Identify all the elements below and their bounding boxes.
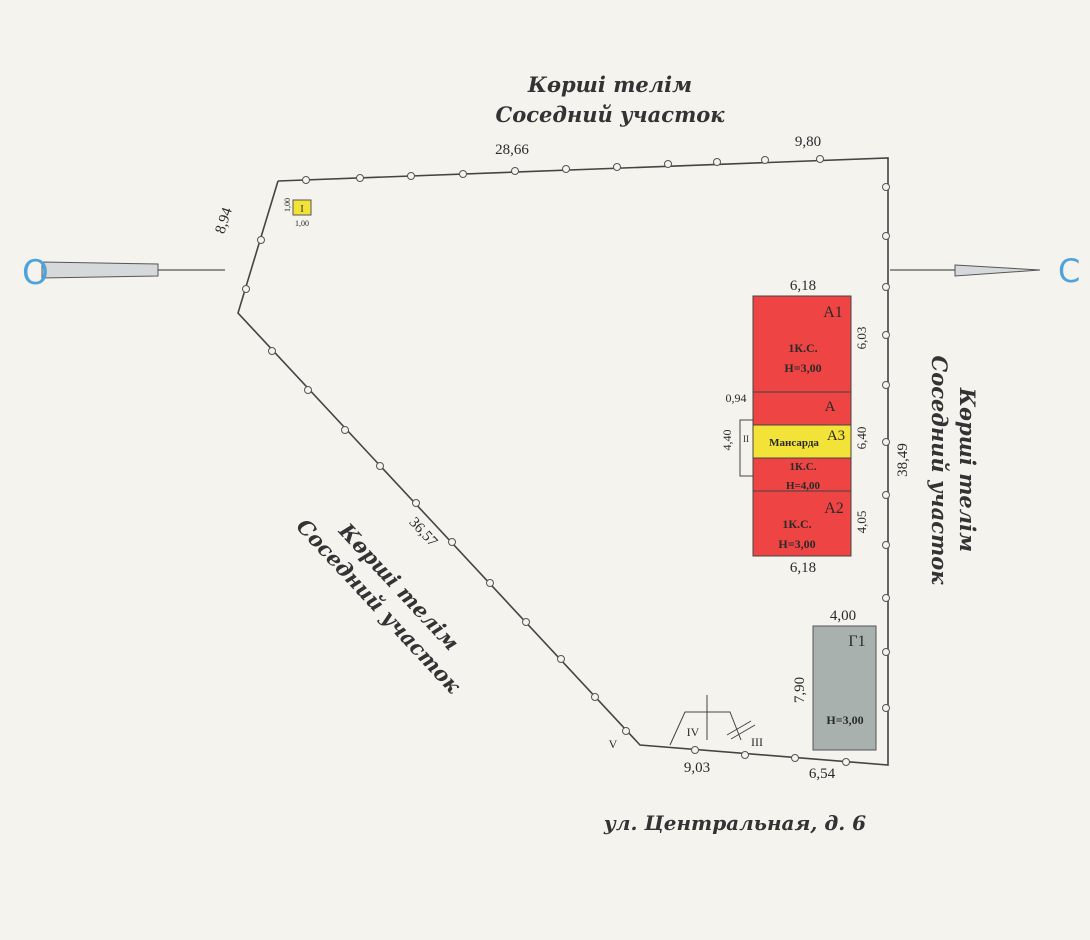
a1-side: 6,03 bbox=[854, 327, 869, 350]
dim-north-long: 28,66 bbox=[495, 142, 529, 158]
west-arrow-icon bbox=[41, 261, 159, 279]
house-a2 bbox=[752, 490, 852, 557]
a3-floors: 1К.С. bbox=[790, 461, 817, 473]
small-building-dim-h: 1,00 bbox=[283, 198, 292, 212]
dim-south-right: 6,54 bbox=[809, 766, 836, 782]
dim-west: 8,94 bbox=[213, 205, 236, 235]
boundary-markers bbox=[242, 155, 890, 766]
marker-iv: IV bbox=[687, 725, 700, 739]
garage-width: 4,00 bbox=[830, 608, 856, 624]
garage-length: 7,90 bbox=[792, 677, 808, 703]
dim-east: 38,49 bbox=[895, 443, 911, 477]
small-building-label: I bbox=[300, 204, 303, 215]
small-building-dim-w: 1,00 bbox=[295, 219, 309, 228]
gate-area bbox=[669, 695, 756, 746]
house-top-width: 6,18 bbox=[790, 278, 816, 294]
dim-south-left: 9,03 bbox=[684, 760, 710, 776]
a-name: А bbox=[825, 399, 836, 415]
neighbor-southwest-ru: Соседний участок bbox=[292, 514, 467, 699]
porch-label: II bbox=[743, 434, 749, 444]
gate-hatch-2 bbox=[730, 724, 756, 740]
house-a1 bbox=[752, 295, 852, 393]
dim-southwest: 36,57 bbox=[406, 514, 441, 550]
neighbor-southwest: Көрші телім Соседний участок bbox=[292, 514, 467, 699]
small-building-i: I 1,00 1,00 bbox=[283, 198, 312, 228]
a3-name: А3 bbox=[827, 428, 845, 444]
a2-floors: 1К.С. bbox=[782, 517, 811, 531]
a3-side: 6,40 bbox=[854, 427, 869, 450]
garage-g1: 4,00 Г1 Н=3,00 7,90 bbox=[792, 608, 877, 751]
porch-dim: 4,40 bbox=[720, 430, 734, 451]
a3-height: Н=4,00 bbox=[786, 480, 821, 492]
dim-north-short: 9,80 bbox=[795, 134, 821, 150]
neighbor-east: Көрші телім Соседний участок bbox=[927, 355, 980, 585]
a1-name: А1 bbox=[823, 304, 843, 321]
house-bottom-width: 6,18 bbox=[790, 560, 816, 576]
neighbor-east-ru: Соседний участок bbox=[927, 355, 952, 585]
marker-iii: III bbox=[751, 735, 763, 749]
east-compass-label: С bbox=[1058, 252, 1080, 290]
a3-mansard: Мансарда bbox=[769, 437, 819, 449]
west-compass-label: О bbox=[22, 253, 49, 293]
garage-rect bbox=[812, 625, 877, 751]
porch-ii bbox=[739, 419, 754, 477]
neighbor-east-kz: Көрші телім bbox=[955, 387, 980, 552]
east-arrow-icon bbox=[954, 264, 1041, 277]
compass-west: О bbox=[22, 253, 225, 293]
house: 6,18 А1 1К.С. Н=3,00 6,03 А 0,94 Мансард… bbox=[720, 278, 869, 576]
a1-height: Н=3,00 bbox=[784, 361, 821, 375]
compass-east: С bbox=[890, 252, 1080, 290]
garage-height: Н=3,00 bbox=[826, 713, 863, 727]
neighbor-north: Көрші телім Соседний участок bbox=[495, 72, 725, 127]
house-a bbox=[752, 391, 852, 426]
a2-name: А2 bbox=[824, 500, 844, 517]
neighbor-north-ru: Соседний участок bbox=[495, 102, 725, 127]
address-label: ул. Центральная, д. 6 bbox=[603, 811, 866, 835]
a1-floors: 1К.С. bbox=[788, 341, 817, 355]
gate-outline bbox=[669, 711, 742, 746]
small-building-rect bbox=[292, 199, 312, 216]
gate-hatch-1 bbox=[726, 720, 752, 736]
house-a3-mansard bbox=[752, 424, 852, 459]
neighbor-north-kz: Көрші телім bbox=[527, 72, 692, 97]
marker-v: V bbox=[609, 737, 618, 751]
a2-height: Н=3,00 bbox=[778, 537, 815, 551]
a-left-dim: 0,94 bbox=[726, 391, 747, 405]
garage-name: Г1 bbox=[848, 633, 865, 650]
a2-side: 4,05 bbox=[854, 511, 869, 534]
